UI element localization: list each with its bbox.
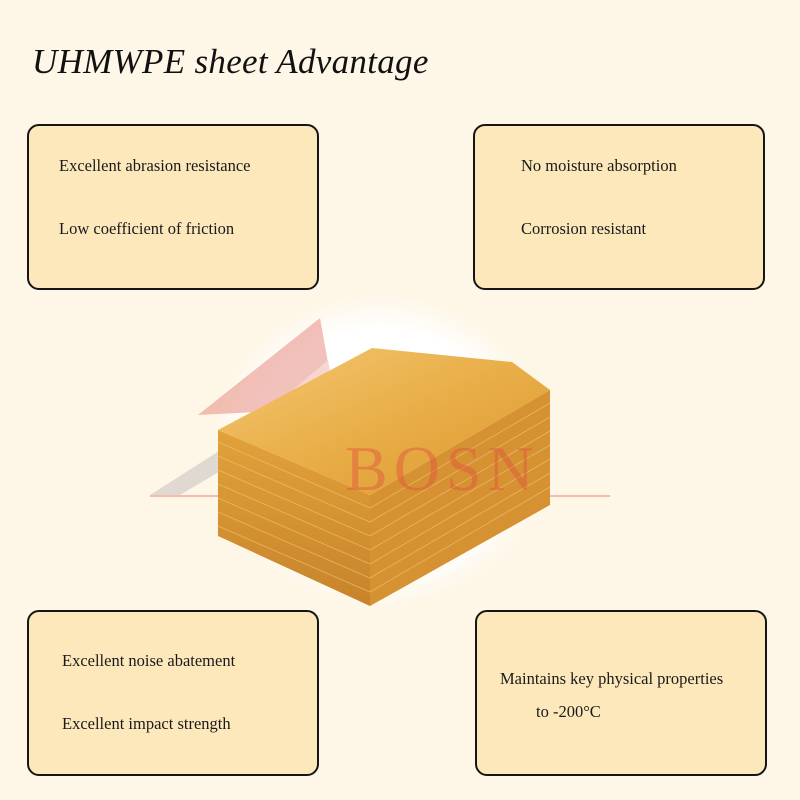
feature-card-top-left: Excellent abrasion resistance Low coeffi…: [27, 124, 319, 290]
feature-text: No moisture absorption: [521, 156, 677, 175]
bosn-watermark-text: BOSN: [345, 433, 540, 504]
uhmwpe-sheet-product-image: BOSN: [150, 290, 610, 610]
sheet-stack-front-face: [218, 430, 370, 606]
feature-text: Corrosion resistant: [521, 219, 647, 238]
feature-card-top-right: No moisture absorption Corrosion resista…: [473, 124, 765, 290]
feature-text: Excellent noise abatement: [62, 651, 236, 670]
feature-text: Low coefficient of friction: [59, 219, 235, 238]
feature-text: Maintains key physical properties: [500, 669, 724, 688]
sheet-top-face: [218, 348, 550, 495]
feature-text: Excellent impact strength: [62, 714, 231, 733]
feature-card-bottom-right: Maintains key physical properties to -20…: [475, 610, 767, 776]
feature-text: Excellent abrasion resistance: [59, 156, 251, 175]
feature-card-bottom-left: Excellent noise abatement Excellent impa…: [27, 610, 319, 776]
page-title: UHMWPE sheet Advantage: [32, 42, 429, 81]
feature-text: to -200°C: [536, 702, 601, 721]
